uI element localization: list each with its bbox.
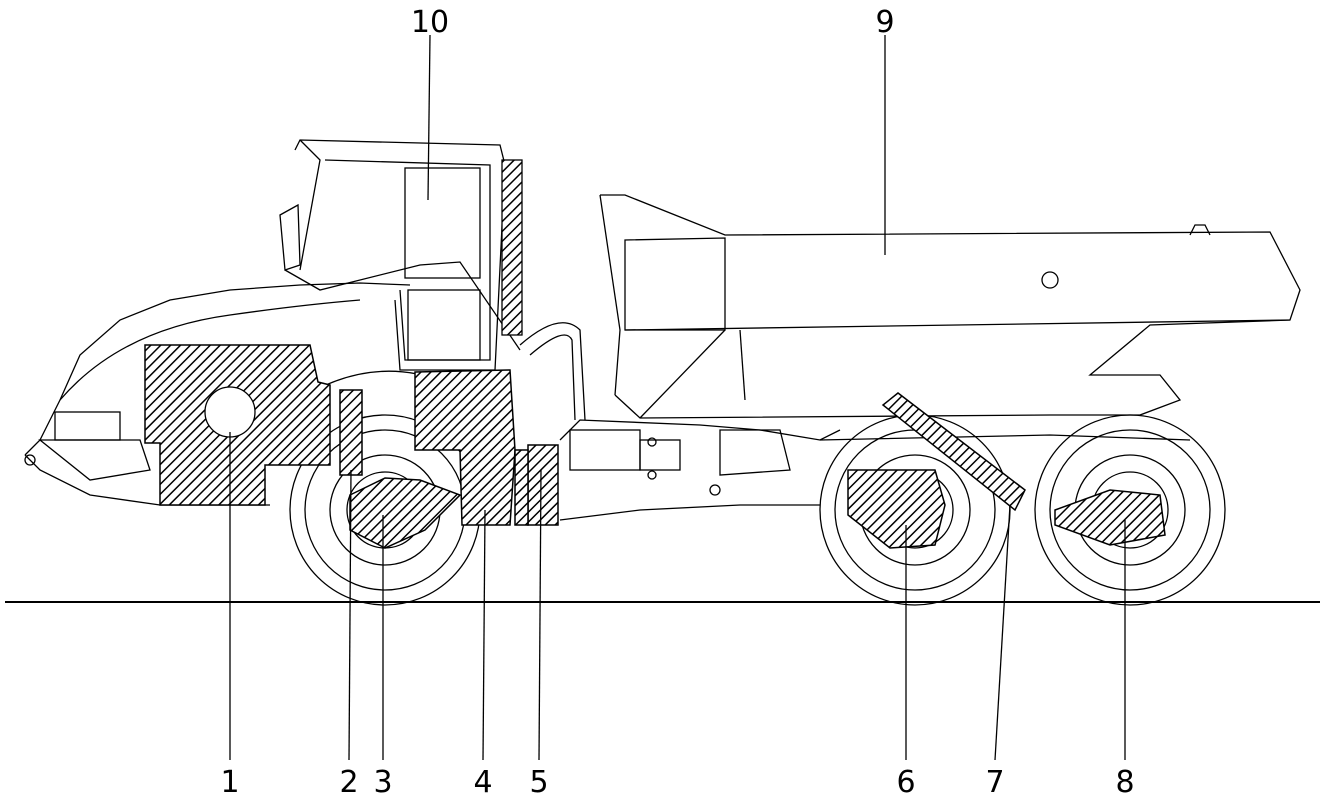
leader-lines <box>229 34 1126 761</box>
truck-outline <box>24 139 1301 606</box>
cab-grille <box>501 159 523 336</box>
callout-8: 8 <box>1115 765 1134 798</box>
callout-10: 10 <box>411 5 449 40</box>
hatched-components <box>144 344 1166 549</box>
callout-9: 9 <box>875 5 894 40</box>
callout-labels: 1 2 3 4 5 6 7 8 9 10 <box>220 5 1134 800</box>
callout-1: 1 <box>220 765 239 798</box>
callout-3: 3 <box>373 765 392 798</box>
callout-7: 7 <box>985 765 1004 798</box>
component-5 <box>527 444 559 526</box>
component-7 <box>881 392 1026 512</box>
component-2 <box>339 389 363 476</box>
component-6-middle-axle <box>847 469 946 549</box>
callout-4: 4 <box>473 765 492 798</box>
component-4 <box>414 369 516 526</box>
component-8-rear-axle <box>1054 489 1166 546</box>
component-3-front-axle <box>349 477 462 549</box>
callout-5: 5 <box>529 765 548 798</box>
callout-6: 6 <box>896 765 915 798</box>
callout-2: 2 <box>339 765 358 798</box>
